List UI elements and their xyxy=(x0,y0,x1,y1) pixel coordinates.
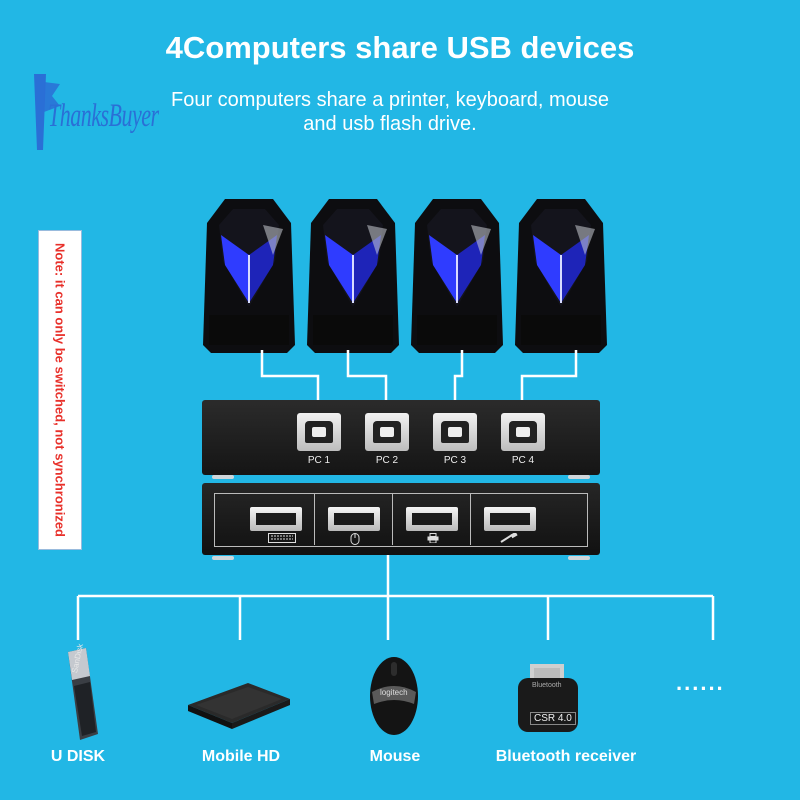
brand-logo: ThanksBuyer xyxy=(30,72,160,152)
front-port-divider xyxy=(470,493,471,545)
usb-b-port-1 xyxy=(297,413,341,451)
switch-foot xyxy=(212,556,234,560)
front-port-frame xyxy=(214,493,588,547)
bt-chip-label: CSR 4.0 xyxy=(530,712,576,725)
page-title: 4Computers share USB devices xyxy=(165,30,635,65)
usb-drive-icon xyxy=(500,531,520,543)
computer-tower-4 xyxy=(515,195,607,355)
computer-tower-2 xyxy=(307,195,399,355)
subtitle-line-2: and usb flash drive. xyxy=(303,113,477,135)
port-label-pc2: PC 2 xyxy=(375,455,399,466)
mouse-image xyxy=(370,657,418,735)
usb-a-port-2 xyxy=(328,507,380,531)
switch-foot xyxy=(568,475,590,479)
port-label-pc3: PC 3 xyxy=(443,455,467,466)
brand-logo-text: ThanksBuyer xyxy=(48,96,159,134)
bt-brand: Bluetooth xyxy=(532,682,562,689)
brand-logo-icon xyxy=(34,74,60,150)
front-port-divider xyxy=(392,493,393,545)
switch-foot xyxy=(212,475,234,479)
printer-icon xyxy=(426,533,440,544)
usb-a-port-4 xyxy=(484,507,536,531)
u-disk-image xyxy=(68,648,98,740)
bluetooth-receiver-image xyxy=(518,664,578,732)
device-label-udisk: U DISK xyxy=(50,748,106,765)
device-label-mouse: Mouse xyxy=(369,748,421,765)
front-port-divider xyxy=(314,493,315,545)
mobile-hd-image xyxy=(188,683,290,729)
tower-icon xyxy=(411,199,503,353)
device-label-bluetooth: Bluetooth receiver xyxy=(495,748,637,765)
port-label-pc1: PC 1 xyxy=(307,455,331,466)
usb-b-port-4 xyxy=(501,413,545,451)
tower-icon xyxy=(515,199,607,353)
device-label-mobile-hd: Mobile HD xyxy=(201,748,281,765)
page-subtitle: Four computers share a printer, keyboard… xyxy=(120,88,660,136)
usb-b-port-3 xyxy=(433,413,477,451)
mouse-brand: logitech xyxy=(380,688,408,697)
subtitle-line-1: Four computers share a printer, keyboard… xyxy=(171,89,609,111)
mouse-icon xyxy=(348,533,362,545)
switch-foot xyxy=(568,556,590,560)
port-label-pc4: PC 4 xyxy=(511,455,535,466)
usb-a-port-1 xyxy=(250,507,302,531)
note-box: Note: it can only be switched, not synch… xyxy=(38,230,82,550)
keyboard-icon xyxy=(268,533,296,543)
tower-icon xyxy=(307,199,399,353)
tower-icon xyxy=(203,199,295,353)
usb-a-port-3 xyxy=(406,507,458,531)
usb-b-port-2 xyxy=(365,413,409,451)
more-devices: ...... xyxy=(676,670,725,695)
computer-tower-3 xyxy=(411,195,503,355)
computer-tower-1 xyxy=(203,195,295,355)
